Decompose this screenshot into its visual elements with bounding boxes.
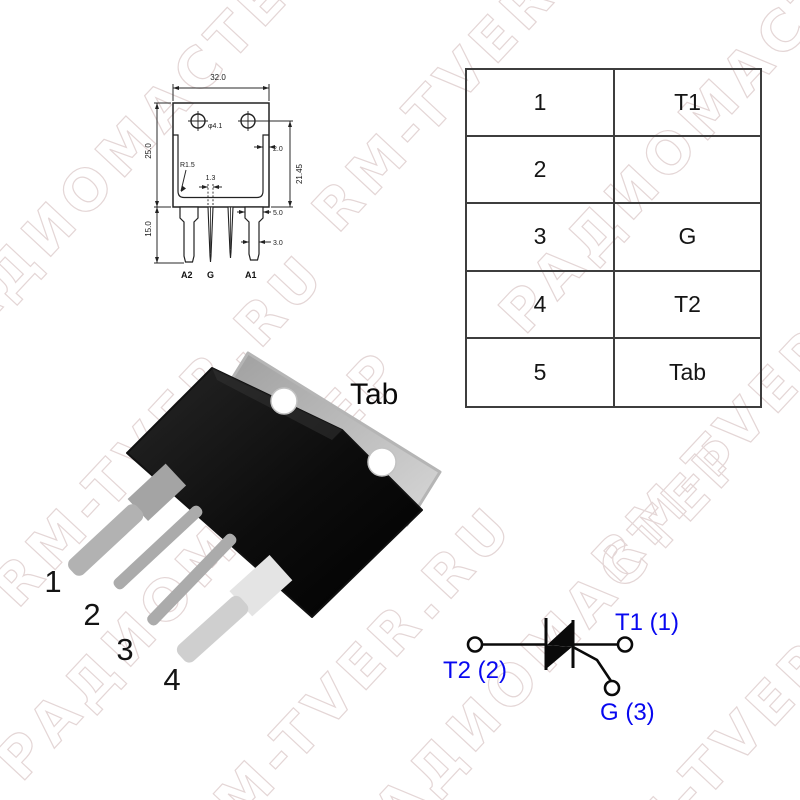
package-inner-outline — [173, 134, 269, 199]
dim-gate-pin-width: 1.3 — [206, 175, 216, 182]
dim-body-height: 25.0 — [144, 143, 153, 159]
photo-lead-label-1: 1 — [44, 564, 61, 599]
table-cell-pin: 3 — [467, 204, 615, 272]
pin-a2-drawing — [179, 206, 199, 263]
schematic-t1-label: T1 (1) — [615, 609, 679, 636]
pin-label-a1: A1 — [245, 270, 257, 280]
lead-2 — [113, 505, 203, 590]
photo-lead-label-2: 2 — [83, 597, 100, 632]
schematic-gate-label: G (3) — [600, 699, 655, 726]
package-photo: 1 2 3 4 Tab — [44, 351, 442, 697]
pin-label-g: G — [207, 270, 214, 280]
dim-pin-wide-width: 5.0 — [273, 210, 283, 217]
table-cell-pin: 5 — [467, 338, 615, 406]
photo-tab-label: Tab — [350, 378, 398, 411]
lead-1 — [68, 463, 187, 576]
terminal-t2-circle — [466, 636, 484, 653]
dim-pin-length: 15.0 — [144, 221, 153, 237]
pin-table: 1 T1 2 3 G 4 T2 5 Tab — [465, 68, 762, 408]
tab-hole-left — [270, 387, 298, 415]
lead-3 — [147, 533, 237, 626]
dim-corner-radius: R1.5 — [180, 162, 195, 169]
dim-hole-diameter: φ4.1 — [208, 123, 222, 130]
terminal-t1-circle — [616, 636, 634, 653]
pin-a1-drawing — [244, 206, 264, 261]
table-cell-pin: 4 — [467, 271, 615, 339]
dim-tab-height: 21.45 — [295, 163, 304, 184]
table-cell-signal — [615, 137, 760, 205]
table-cell-signal: T2 — [615, 272, 760, 339]
tab-hole-right — [367, 447, 397, 477]
table-cell-pin: 1 — [467, 70, 615, 138]
package-body — [126, 367, 423, 618]
lead-4 — [176, 555, 293, 663]
triac-triangle-lower — [546, 645, 572, 669]
schematic-t2-label: T2 (2) — [443, 657, 507, 684]
dimension-drawing: 32.0 φ4.1 25.0 15.0 R1.5 1.3 2.0 21.45 5… — [144, 73, 304, 280]
dimension-arrowheads — [155, 86, 292, 263]
table-cell-signal: Tab — [668, 358, 707, 385]
dimension-lines — [154, 84, 293, 264]
triac-triangle-upper — [547, 621, 573, 647]
photo-lead-label-3: 3 — [116, 632, 133, 667]
dim-wall-thickness: 2.0 — [273, 146, 283, 153]
dim-width-top: 32.0 — [210, 73, 226, 82]
dim-pin-narrow-width: 3.0 — [273, 240, 283, 247]
schematic-wires — [482, 643, 618, 682]
table-cell-signal: G — [615, 204, 760, 272]
terminal-gate-circle — [603, 679, 621, 697]
hole-crosshairs — [188, 111, 258, 131]
photo-lead-label-4: 4 — [163, 662, 180, 697]
pin-label-a2: A2 — [181, 270, 193, 280]
gate-width-extension-dashed — [207, 184, 214, 205]
table-cell-pin: 2 — [467, 137, 615, 205]
triac-schematic: T1 (1) T2 (2) G (3) — [443, 609, 679, 726]
table-cell-signal: T1 — [615, 70, 760, 138]
package-outline — [172, 102, 270, 208]
